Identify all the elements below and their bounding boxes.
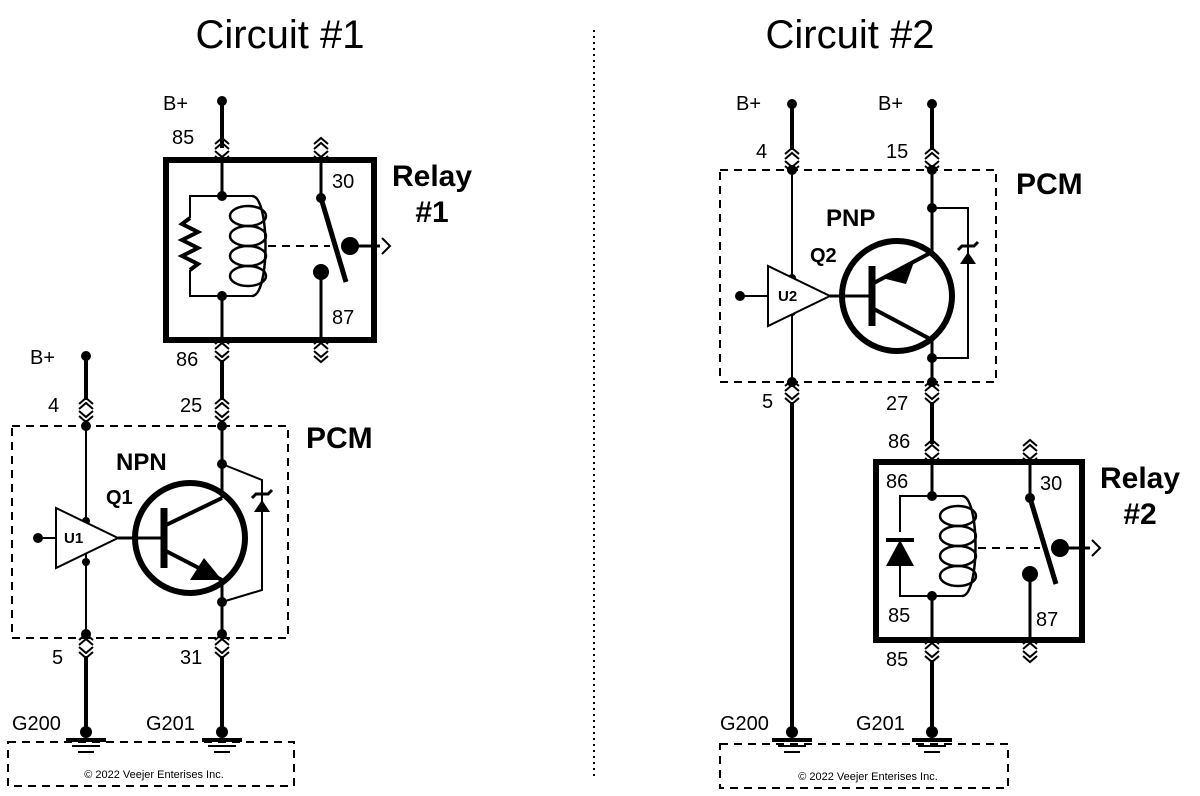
relay-2-diode-icon xyxy=(886,540,914,566)
relay-1-resistor-icon xyxy=(177,216,203,272)
ground-g201-icon-2 xyxy=(910,738,954,754)
relay-1-pin-87: 87 xyxy=(332,307,354,329)
circuit-2: Circuit #2 B+ B+ 4 15 PCM PNP Q2 U2 xyxy=(719,13,1180,789)
pin-31-label: 31 xyxy=(180,647,202,669)
pin-27-label: 27 xyxy=(886,393,908,415)
relay-2-switch-blade xyxy=(1027,497,1059,585)
copyright-text-2: © 2022 Veejer Enterises Inc. xyxy=(798,771,938,783)
b-plus-pcm-label: B+ xyxy=(878,93,903,115)
relay-1-switch-blade xyxy=(318,197,349,283)
relay-2-output-arrow-icon xyxy=(1091,539,1101,557)
pin-85-label-2: 85 xyxy=(886,649,908,671)
transistor-q1-ref: Q1 xyxy=(106,487,133,509)
transistor-q2-icon xyxy=(839,238,955,354)
pin-5-label: 5 xyxy=(52,647,63,669)
transistor-q2-ref: Q2 xyxy=(810,245,837,267)
pin-86-label-2: 86 xyxy=(888,431,910,453)
connector-4-icon xyxy=(78,397,94,423)
relay-2-pin-86: 86 xyxy=(886,471,908,493)
zener-2-icon xyxy=(960,252,976,264)
relay-1-label-line1: Relay xyxy=(392,160,472,193)
b-plus-u1-label: B+ xyxy=(30,347,55,369)
pin-4-label-2: 4 xyxy=(756,141,767,163)
pin-25-label: 25 xyxy=(180,395,202,417)
relay-1-output-arrow-icon xyxy=(381,237,391,255)
relay-2-box xyxy=(873,459,1085,643)
pin-4-label: 4 xyxy=(48,395,59,417)
pcm-2-label: PCM xyxy=(1016,168,1083,201)
pin-15-label: 15 xyxy=(886,141,908,163)
relay-2-pin-30: 30 xyxy=(1040,473,1062,495)
ground-g200-label-1: G200 xyxy=(12,713,61,735)
transistor-q1-icon xyxy=(132,480,248,596)
copyright-box-2 xyxy=(719,743,1009,789)
circuit-1-title: Circuit #1 xyxy=(196,13,365,57)
relay-1-label-line2: #1 xyxy=(415,196,448,229)
relay-2-coil-icon xyxy=(932,494,978,598)
relay-1-coil-icon xyxy=(222,194,268,298)
ground-g200-label-2: G200 xyxy=(720,713,769,735)
copyright-box-1 xyxy=(7,741,295,787)
transistor-q2-type: PNP xyxy=(826,205,875,232)
b-plus-relay-label: B+ xyxy=(163,93,188,115)
relay-2-label-line1: Relay xyxy=(1100,462,1180,495)
relay-1-pin-30: 30 xyxy=(332,171,354,193)
pcm-1-box xyxy=(11,425,289,639)
pcm-2-box xyxy=(719,169,997,383)
amplifier-u1-ref: U1 xyxy=(64,530,83,547)
relay-2-pin-85: 85 xyxy=(888,605,910,627)
pin-86-label: 86 xyxy=(176,349,198,371)
relay-1-box xyxy=(163,157,377,343)
circuit-2-title: Circuit #2 xyxy=(766,13,935,57)
relay-2-pin-87: 87 xyxy=(1036,609,1058,631)
ground-g201-label-2: G201 xyxy=(856,713,905,735)
zener-1-icon xyxy=(254,500,270,512)
relay-2-label-line2: #2 xyxy=(1123,498,1156,531)
transistor-q1-type: NPN xyxy=(116,449,167,476)
ground-g201-label-1: G201 xyxy=(146,713,195,735)
circuit-1: Circuit #1 B+ 85 Relay #1 xyxy=(7,13,472,787)
b-plus-u2-label: B+ xyxy=(736,93,761,115)
ground-g200-icon-2 xyxy=(770,738,814,754)
pin-5-label-2: 5 xyxy=(762,391,773,413)
pcm-1-label: PCM xyxy=(306,422,373,455)
pin-85-label: 85 xyxy=(172,127,194,149)
amplifier-u2-ref: U2 xyxy=(778,288,797,305)
connector-25-icon xyxy=(214,397,230,423)
copyright-text-1: © 2022 Veejer Enterises Inc. xyxy=(84,769,224,781)
